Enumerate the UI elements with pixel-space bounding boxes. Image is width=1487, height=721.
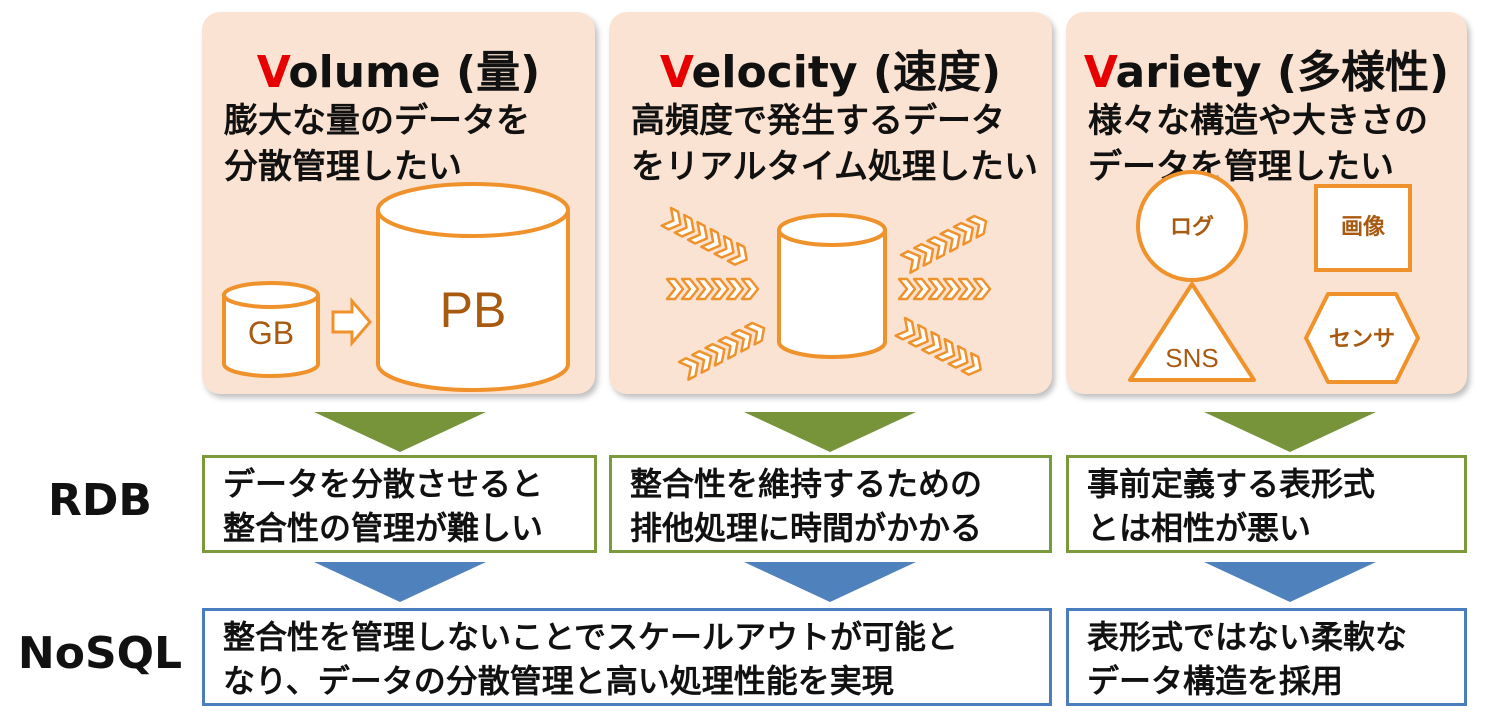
velocity-desc-line-1: 高頻度で発生するデータ: [631, 101, 1005, 141]
nosql-variety-line-1: 表形式ではない柔軟な: [1087, 618, 1408, 656]
rdb-velocity-box: 整合性を維持するための 排他処理に時間がかかる: [609, 455, 1052, 553]
variety-desc-line-2: データを管理したい: [1088, 147, 1394, 187]
rdb-volume-line-1: データを分散させると: [223, 465, 544, 503]
volume-title-rest: olume (量): [288, 47, 541, 98]
sns-triangle-icon: [1128, 282, 1256, 382]
velocity-panel: Velocity (速度) 高頻度で発生するデータ をリアルタイム処理したい: [609, 12, 1052, 394]
velocity-desc-line-2: をリアルタイム処理したい: [631, 147, 1038, 187]
log-label: ログ: [1170, 214, 1214, 240]
velocity-description: 高頻度で発生するデータ をリアルタイム処理したい: [631, 98, 1038, 190]
variety-description: 様々な構造や大きさの データを管理したい: [1088, 98, 1428, 190]
rdb-variety-line-2: とは相性が悪い: [1087, 509, 1312, 547]
green-down-arrow-3-icon: [1204, 412, 1376, 452]
outgoing-stream-top-icon: [901, 212, 991, 272]
outgoing-stream-bottom-icon: [896, 318, 986, 378]
sensor-label: センサ: [1329, 327, 1395, 352]
sensor-hexagon-icon: [1304, 292, 1420, 384]
variety-diagram: ログ 画像 SNS センサ: [1128, 170, 1420, 384]
variety-desc-line-1: 様々な構造や大きさの: [1088, 101, 1428, 141]
nosql-main-line-1: 整合性を管理しないことでスケールアウトが可能と: [223, 618, 959, 656]
nosql-label: NoSQL: [17, 628, 183, 679]
volume-diagram: GB PB: [222, 182, 570, 392]
volume-description: 膨大な量のデータを 分散管理したい: [224, 98, 530, 190]
rdb-volume-line-2: 整合性の管理が難しい: [223, 509, 544, 547]
rdb-variety-line-1: 事前定義する表形式: [1087, 465, 1376, 503]
incoming-stream-middle-icon: [667, 279, 758, 299]
incoming-stream-bottom-icon: [679, 319, 769, 379]
gb-label: GB: [248, 315, 294, 351]
variety-panel: Variety (多様性) 様々な構造や大きさの データを管理したい ログ 画像…: [1066, 12, 1467, 394]
nosql-main-box: 整合性を管理しないことでスケールアウトが可能と なり、データの分散管理と高い処理…: [202, 608, 1052, 706]
nosql-variety-line-2: データ構造を採用: [1087, 662, 1344, 700]
log-circle-icon: [1136, 170, 1248, 282]
sns-label: SNS: [1165, 343, 1218, 373]
green-down-arrow-2-icon: [744, 412, 916, 452]
velocity-diagram: [609, 12, 1052, 394]
velocity-title-initial: V: [659, 47, 692, 98]
nosql-main-line-2: なり、データの分散管理と高い処理性能を実現: [223, 662, 894, 700]
volume-desc-line-2: 分散管理したい: [224, 147, 462, 187]
velocity-title-rest: elocity (速度): [691, 47, 1002, 98]
volume-title: Volume (量): [202, 36, 595, 100]
volume-desc-line-1: 膨大な量のデータを: [224, 101, 530, 141]
gb-cylinder-icon: [222, 281, 320, 378]
variety-title-initial: V: [1083, 47, 1116, 98]
volume-title-initial: V: [256, 47, 289, 98]
rdb-volume-box: データを分散させると 整合性の管理が難しい: [202, 455, 597, 553]
blue-down-arrow-3-icon: [1204, 562, 1376, 602]
image-square-icon: [1314, 184, 1412, 272]
variety-title: Variety (多様性): [1066, 36, 1467, 100]
image-label: 画像: [1341, 214, 1386, 240]
variety-title-rest: ariety (多様性): [1115, 47, 1450, 98]
rdb-velocity-line-1: 整合性を維持するための: [630, 465, 983, 503]
outgoing-stream-middle-icon: [899, 279, 990, 299]
incoming-stream-top-icon: [662, 208, 752, 268]
blue-down-arrow-1-icon: [314, 562, 486, 602]
volume-panel: Volume (量) 膨大な量のデータを 分散管理したい GB PB: [202, 12, 595, 394]
velocity-title: Velocity (速度): [609, 36, 1052, 100]
outline-arrow-icon: [331, 296, 372, 348]
green-down-arrow-1-icon: [314, 412, 486, 452]
blue-down-arrow-2-icon: [744, 562, 916, 602]
rdb-variety-box: 事前定義する表形式 とは相性が悪い: [1066, 455, 1467, 553]
velocity-cylinder-icon: [777, 213, 887, 359]
rdb-velocity-line-2: 排他処理に時間がかかる: [630, 509, 983, 547]
pb-cylinder-icon: [376, 182, 570, 392]
nosql-variety-box: 表形式ではない柔軟な データ構造を採用: [1066, 608, 1467, 706]
pb-label: PB: [440, 282, 507, 338]
rdb-label: RDB: [48, 475, 152, 526]
